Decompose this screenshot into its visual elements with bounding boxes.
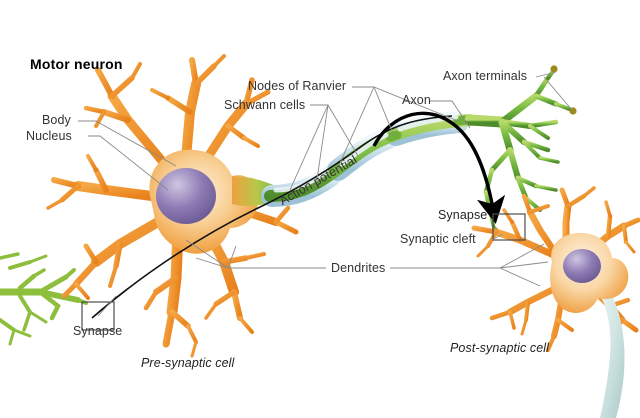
myelinated-axon bbox=[261, 111, 476, 207]
incoming-axon-terminals-left bbox=[0, 252, 88, 346]
postsynaptic-nucleus bbox=[563, 249, 601, 283]
action-potential-arrow bbox=[372, 111, 506, 225]
label-dendrites: Dendrites bbox=[331, 261, 386, 275]
axon-terminals-tree bbox=[464, 68, 574, 230]
label-synapse-left: Synapse bbox=[73, 324, 123, 338]
label-synaptic-cleft: Synaptic cleft bbox=[400, 232, 476, 246]
label-axon-terminals: Axon terminals bbox=[443, 69, 528, 83]
node-of-ranvier bbox=[385, 130, 402, 142]
label-post-synaptic-cell: Post-synaptic cell bbox=[450, 341, 550, 355]
postsynaptic-axon bbox=[596, 282, 625, 418]
page-title: Motor neuron bbox=[30, 56, 123, 72]
presynaptic-nucleus bbox=[156, 168, 216, 224]
label-axon: Axon bbox=[402, 93, 431, 107]
label-schwann-cells: Schwann cells bbox=[224, 98, 306, 112]
presynaptic-dendrites bbox=[46, 54, 299, 358]
label-nucleus: Nucleus bbox=[26, 129, 72, 143]
label-nodes-of-ranvier: Nodes of Ranvier bbox=[248, 79, 347, 93]
synapse-box-left bbox=[81, 301, 115, 331]
synapse-box-right bbox=[492, 213, 526, 241]
leader-lines bbox=[78, 71, 573, 317]
label-synapse-right: Synapse bbox=[438, 208, 488, 222]
action-potential-path bbox=[91, 115, 453, 319]
label-pre-synaptic-cell: Pre-synaptic cell bbox=[141, 356, 235, 370]
label-body: Body bbox=[42, 113, 71, 127]
terminal-bouton bbox=[550, 65, 558, 73]
